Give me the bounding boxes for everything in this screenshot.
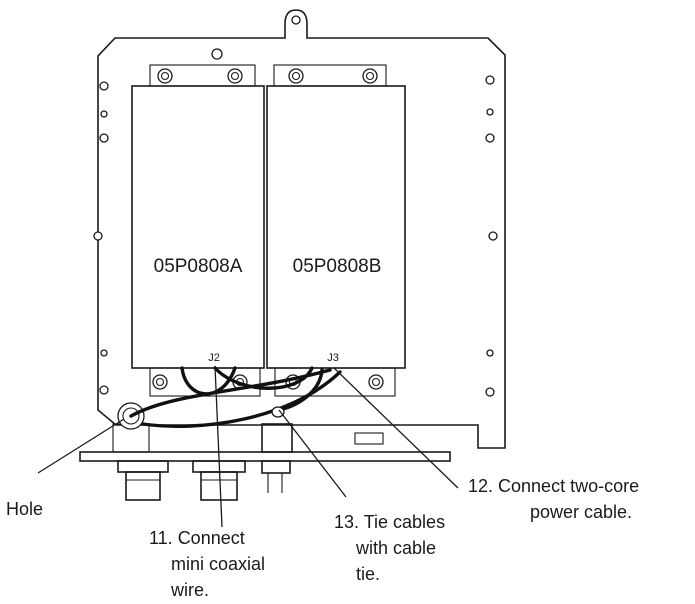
screw-icon [152, 374, 168, 390]
module-left-label: 05P0808A [154, 256, 243, 277]
left-hole-2 [100, 110, 108, 118]
callout-step11-line2: mini coaxial [171, 554, 265, 574]
leader-step11 [214, 365, 223, 528]
top-hole [211, 48, 223, 60]
hanger-hole [291, 15, 301, 25]
callout-hole: Hole [6, 499, 43, 519]
callout-step11: 11. Connect mini coaxial wire. [149, 528, 270, 600]
connector-j3-label: J3 [327, 352, 339, 364]
left-hole-1 [99, 81, 109, 91]
cable-tie [271, 406, 285, 418]
module-right: 05P0808B [266, 64, 406, 397]
leader-hole [37, 418, 125, 474]
callout-step13-line2: with cable [355, 538, 436, 558]
bottom-bracket [79, 423, 451, 501]
left-hole-6 [99, 385, 109, 395]
module-right-label: 05P0808B [293, 256, 382, 277]
screw-icon [288, 68, 304, 84]
right-hole-6 [485, 387, 495, 397]
left-hole-4 [93, 231, 103, 241]
callout-step11-line1: 11. Connect [149, 528, 245, 548]
callout-step13-line1: 13. Tie cables [334, 512, 445, 532]
screw-icon [368, 374, 384, 390]
right-hole-1 [485, 75, 495, 85]
screw-icon [227, 68, 243, 84]
left-hole-3 [99, 133, 109, 143]
callout-step11-line3: wire. [170, 580, 209, 600]
right-hole-3 [485, 133, 495, 143]
callout-step13: 13. Tie cables with cable tie. [334, 512, 450, 584]
leader-step13 [278, 409, 347, 498]
leader-step12 [333, 367, 459, 489]
right-hole-4 [488, 231, 498, 241]
callout-step12-line2: power cable. [530, 502, 632, 522]
callout-step12-line1: 12. Connect two-core [468, 476, 639, 496]
screw-icon [157, 68, 173, 84]
right-hole-2 [486, 108, 494, 116]
callout-step13-line3: tie. [356, 564, 380, 584]
connector-j2-label: J2 [208, 352, 220, 364]
screw-icon [362, 68, 378, 84]
left-hole-5 [100, 349, 108, 357]
right-hole-5 [486, 349, 494, 357]
chassis-plate [97, 9, 506, 449]
callout-step12: 12. Connect two-core power cable. [468, 476, 644, 522]
module-left: 05P0808A [131, 64, 265, 397]
